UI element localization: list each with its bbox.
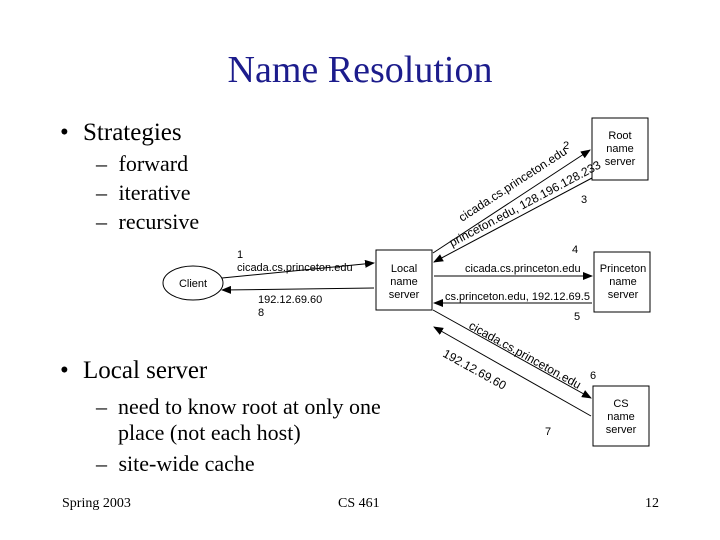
step-5-number: 5 [574,311,580,323]
root-ns-label-1: Root [608,130,631,142]
step-8-answer: 192.12.69.60 [258,294,322,306]
dash: – [96,151,107,176]
strategies-bullet: • Strategies [60,119,182,147]
local-server-item-root: – need to know root at only one place (n… [96,394,426,446]
arrow-root-to-local [433,177,593,263]
step-7-answer: 192.12.69.60 [441,346,509,392]
step-1-query: cicada.cs.princeton.edu [237,262,353,274]
strategy-item-forward: – forward [96,151,188,177]
local-server-bullet: • Local server [60,357,207,385]
item-label: site-wide cache [118,451,255,476]
item-label: need to know root at only one place (not… [118,394,381,445]
princeton-ns-label-2: name [609,276,637,288]
dash: – [96,394,107,419]
root-ns-label-2: name [606,143,634,155]
strategy-item-recursive: – recursive [96,209,199,235]
local-server-item-cache: – site-wide cache [96,451,255,477]
bullet-dot: • [60,119,69,146]
dash: – [96,451,107,476]
strategy-label: iterative [118,180,191,205]
strategy-label: forward [118,151,189,176]
cs-ns-label-1: CS [613,398,628,410]
local-ns-label-2: name [390,276,418,288]
strategy-label: recursive [118,209,200,234]
arrow-client-to-local [221,259,375,279]
step-6-number: 6 [590,370,596,382]
step-4-query: cicada.cs.princeton.edu [465,263,581,275]
strategies-heading: Strategies [83,119,182,146]
step-1-number: 1 [237,249,243,261]
local-server-heading: Local server [83,357,208,384]
root-ns-label-3: server [605,156,636,168]
slide-title: Name Resolution [227,49,493,91]
cs-ns-label-2: name [607,411,635,423]
client-node [162,265,224,301]
local-name-server-box [375,249,433,311]
dash: – [96,209,107,234]
princeton-ns-label-1: Princeton [600,263,646,275]
step-3-number: 3 [581,194,587,206]
dash: – [96,180,107,205]
footer-date: Spring 2003 [62,496,131,511]
arrow-local-to-root [432,149,591,254]
client-label: Client [179,278,207,290]
footer-course: CS 461 [338,496,380,511]
step-5-answer: cs.princeton.edu, 192.12.69.5 [445,291,590,303]
step-2-number: 2 [563,140,569,152]
arrow-local-to-cs [432,309,592,399]
cs-ns-label-3: server [606,424,637,436]
root-name-server-box [591,117,649,181]
step-4-number: 4 [572,244,578,256]
cs-name-server-box [592,385,650,447]
footer-page-number: 12 [645,496,659,511]
princeton-ns-label-3: server [608,289,639,301]
step-8-number: 8 [258,307,264,319]
strategy-item-iterative: – iterative [96,180,191,206]
local-ns-label-3: server [389,289,420,301]
bullet-dot: • [60,357,69,384]
arrow-cs-to-local [433,326,592,417]
local-ns-label-1: Local [391,263,417,275]
step-7-number: 7 [545,426,551,438]
princeton-name-server-box [593,251,651,313]
arrow-local-to-client [221,285,375,294]
